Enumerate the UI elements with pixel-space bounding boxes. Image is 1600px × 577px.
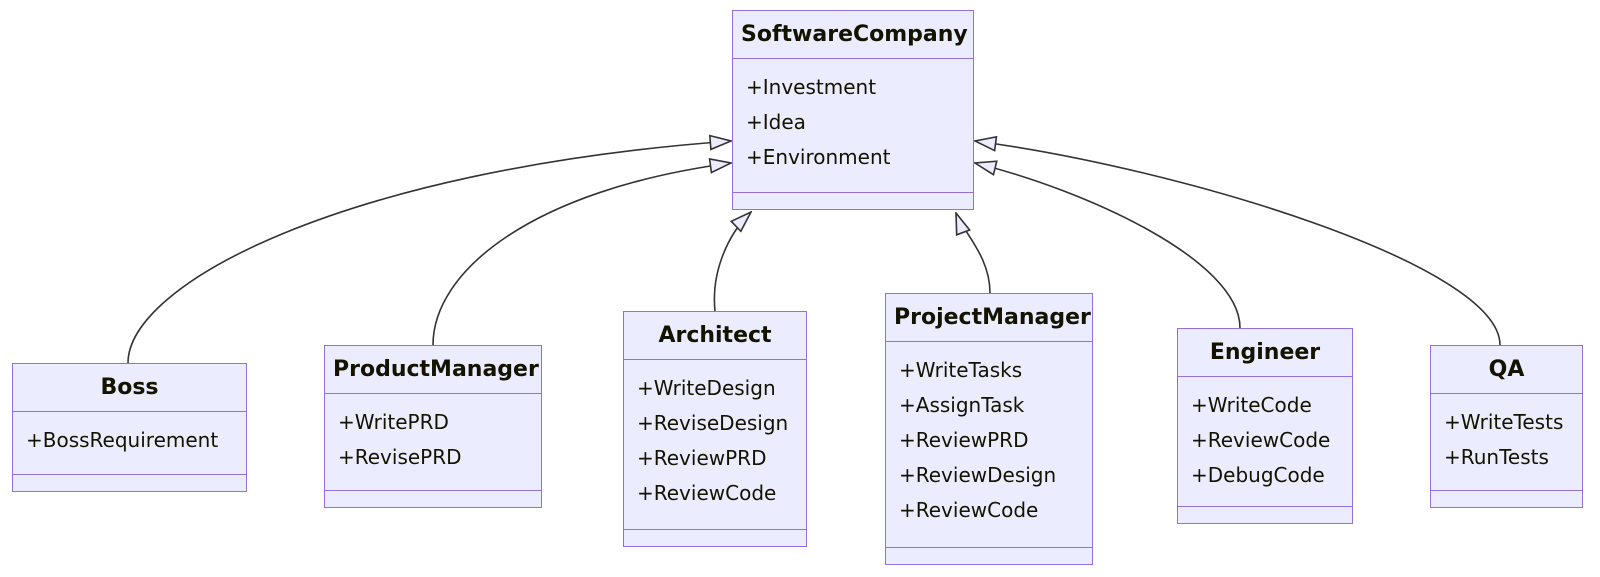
edge-qa-to-softwarecompany — [975, 141, 1501, 346]
class-member: +WriteTasks — [899, 358, 1023, 382]
class-title: ProjectManager — [886, 294, 1092, 342]
class-member: +WriteTests — [1444, 410, 1564, 434]
class-box-softwarecompany: SoftwareCompany +Investment +Idea +Envir… — [732, 10, 974, 210]
class-member: +WriteCode — [1191, 393, 1312, 417]
class-members: +BossRequirement — [13, 412, 246, 475]
edge-boss-to-softwarecompany — [127, 141, 731, 364]
class-members: +WriteTasks +AssignTask +ReviewPRD +Revi… — [886, 342, 1092, 548]
class-methods-empty — [733, 193, 973, 209]
class-member: +ReviewPRD — [637, 446, 767, 470]
class-methods-empty — [1431, 491, 1582, 507]
class-methods-empty — [13, 475, 246, 491]
class-box-productmanager: ProductManager +WritePRD +RevisePRD — [324, 345, 542, 508]
class-members: +WritePRD +RevisePRD — [325, 394, 541, 491]
class-box-engineer: Engineer +WriteCode +ReviewCode +DebugCo… — [1177, 328, 1353, 524]
class-member: +WriteDesign — [637, 376, 776, 400]
class-title: Boss — [13, 364, 246, 412]
class-member: +Idea — [746, 110, 806, 134]
class-box-projectmanager: ProjectManager +WriteTasks +AssignTask +… — [885, 293, 1093, 565]
class-member: +ReviewCode — [637, 481, 777, 505]
edge-architect-to-softwarecompany — [713, 212, 751, 312]
class-member: +Investment — [746, 75, 877, 99]
edge-projectmanager-to-softwarecompany — [956, 213, 991, 294]
class-member: +ReviewCode — [1191, 428, 1331, 452]
class-members: +WriteTests +RunTests — [1431, 394, 1582, 491]
class-title: ProductManager — [325, 346, 541, 394]
class-members: +WriteCode +ReviewCode +DebugCode — [1178, 377, 1352, 507]
class-members: +Investment +Idea +Environment — [733, 59, 973, 193]
class-member: +Environment — [746, 145, 891, 169]
class-members: +WriteDesign +ReviseDesign +ReviewPRD +R… — [624, 360, 806, 530]
class-member: +ReviseDesign — [637, 411, 789, 435]
edge-engineer-to-softwarecompany — [975, 163, 1241, 329]
class-member: +WritePRD — [338, 410, 449, 434]
class-methods-empty — [1178, 507, 1352, 523]
class-member: +RevisePRD — [338, 445, 462, 469]
class-title: Engineer — [1178, 329, 1352, 377]
class-title: QA — [1431, 346, 1582, 394]
class-title: SoftwareCompany — [733, 11, 973, 59]
class-member: +RunTests — [1444, 445, 1549, 469]
class-methods-empty — [886, 548, 1092, 564]
class-methods-empty — [325, 491, 541, 507]
class-member: +ReviewDesign — [899, 463, 1057, 487]
class-box-architect: Architect +WriteDesign +ReviseDesign +Re… — [623, 311, 807, 547]
class-methods-empty — [624, 530, 806, 546]
class-member: +ReviewPRD — [899, 428, 1029, 452]
class-member: +DebugCode — [1191, 463, 1325, 487]
class-box-qa: QA +WriteTests +RunTests — [1430, 345, 1583, 508]
class-member: +ReviewCode — [899, 498, 1039, 522]
class-title: Architect — [624, 312, 806, 360]
class-member: +AssignTask — [899, 393, 1025, 417]
class-member: +BossRequirement — [26, 428, 219, 452]
class-box-boss: Boss +BossRequirement — [12, 363, 247, 492]
edge-productmanager-to-softwarecompany — [432, 163, 731, 346]
